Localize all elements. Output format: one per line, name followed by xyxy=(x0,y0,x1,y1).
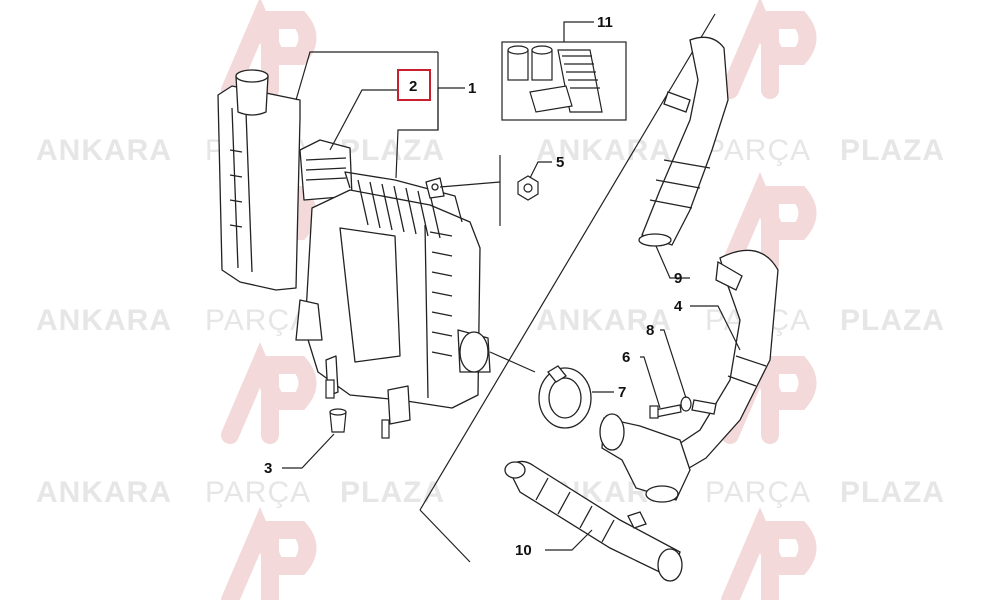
callout-10[interactable]: 10 xyxy=(515,542,532,559)
watermark-word-ankara: ANKARA xyxy=(536,304,672,337)
separator-line-lower xyxy=(419,509,471,563)
watermark-logo xyxy=(221,342,317,444)
watermark-logo xyxy=(221,0,317,99)
watermark-word-parca: PARÇA xyxy=(705,476,811,509)
air-filter-housing xyxy=(217,69,491,425)
watermark-word-ankara: ANKARA xyxy=(36,304,172,337)
housing-studs xyxy=(325,379,390,439)
callout-1[interactable]: 1 xyxy=(468,80,476,97)
part-8-washer xyxy=(680,396,692,412)
watermark-word-ankara: ANKARA xyxy=(36,476,172,509)
part-3-rubber-mount xyxy=(329,408,347,433)
callout-5[interactable]: 5 xyxy=(556,154,564,171)
part-9-intake-hose xyxy=(638,36,729,247)
watermark-word-plaza: PLAZA xyxy=(840,476,945,509)
callout-6[interactable]: 6 xyxy=(622,349,630,366)
watermark-text: ANKARA PARÇA PLAZA ANKARA PARÇA PLAZA AN… xyxy=(36,134,945,509)
callout-2-highlight xyxy=(397,69,431,101)
watermark-word-plaza: PLAZA xyxy=(340,134,445,167)
callout-11[interactable]: 11 xyxy=(597,14,613,31)
watermark-logo xyxy=(721,507,817,605)
callouts: 1 2 3 4 5 6 7 8 9 10 11 xyxy=(264,14,683,559)
connecting-elbow xyxy=(599,413,691,503)
watermark-word-plaza: PLAZA xyxy=(840,304,945,337)
watermark-word-parca: PARÇA xyxy=(205,476,311,509)
watermark-word-parca: PARÇA xyxy=(705,134,811,167)
part-5-nut xyxy=(517,175,539,201)
callout-8[interactable]: 8 xyxy=(646,322,654,339)
leader-lines xyxy=(282,21,741,551)
part-7-clamp xyxy=(538,365,592,429)
callout-4[interactable]: 4 xyxy=(674,298,683,315)
part-10-intake-duct xyxy=(504,460,683,582)
part-11-filter-kit xyxy=(501,41,627,121)
part-4-elbow-hose xyxy=(663,249,779,479)
part-6-bolt xyxy=(649,404,682,419)
watermark-word-plaza: PLAZA xyxy=(340,476,445,509)
callout-3[interactable]: 3 xyxy=(264,460,272,477)
watermark-word-plaza: PLAZA xyxy=(840,134,945,167)
watermark-logo xyxy=(221,507,317,605)
watermark-word-parca: PARÇA xyxy=(205,304,311,337)
watermark-logo xyxy=(721,172,817,274)
watermark-logo xyxy=(721,0,817,99)
watermark-word-ankara: ANKARA xyxy=(36,134,172,167)
callout-2[interactable]: 2 xyxy=(409,78,417,95)
callout-9[interactable]: 9 xyxy=(674,270,682,287)
watermark-word-ankara: ANKARA xyxy=(536,134,672,167)
callout-7[interactable]: 7 xyxy=(618,384,626,401)
